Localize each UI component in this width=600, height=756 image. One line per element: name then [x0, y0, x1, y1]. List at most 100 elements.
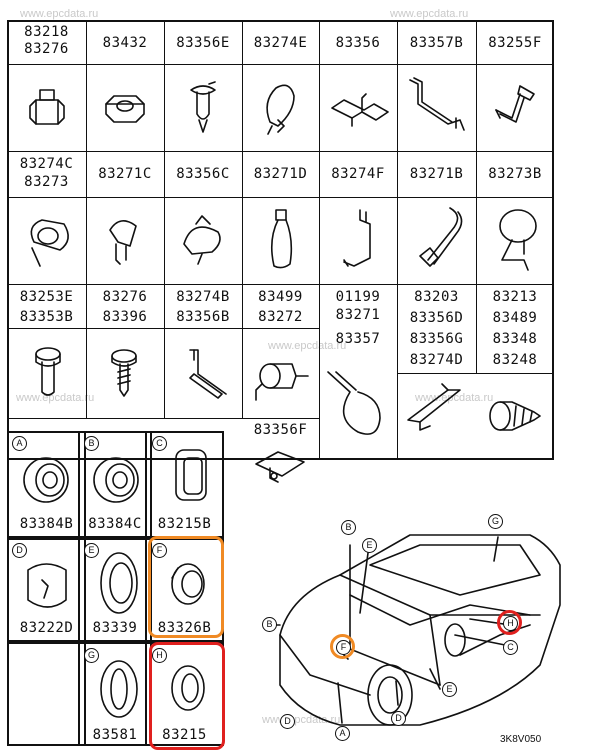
highlight-red: [497, 610, 522, 635]
strap-icon: [270, 209, 293, 269]
row-divider: [7, 197, 554, 198]
part-number[interactable]: 83356B: [176, 309, 230, 325]
part-number: 83218: [24, 24, 69, 40]
part-number[interactable]: 83273B: [488, 166, 542, 182]
part-number: 83339: [92, 620, 138, 636]
diagram-code: 3K8V050: [500, 734, 542, 745]
part-number[interactable]: 83357B: [409, 35, 464, 51]
part-number[interactable]: 83396: [102, 309, 148, 325]
part-number[interactable]: 83274F: [331, 166, 385, 182]
part-number[interactable]: 83274E: [253, 35, 308, 51]
part-number[interactable]: 83276: [102, 289, 148, 305]
clamp-icon: [30, 219, 69, 267]
col-divider: [242, 20, 243, 418]
bracket-icon: [331, 93, 389, 127]
fastener-box[interactable]: [7, 431, 86, 538]
col-divider: [476, 20, 477, 284]
grommet-icon: [23, 457, 69, 503]
row-divider: [242, 418, 319, 419]
part-number[interactable]: 83271C: [98, 166, 152, 182]
col-divider: [319, 20, 320, 460]
callout-letter: B: [341, 520, 356, 535]
part-number[interactable]: 83356D: [409, 310, 464, 326]
part-number[interactable]: 83255F: [488, 35, 542, 51]
nut-icon: [29, 89, 65, 125]
part-number[interactable]: 83248: [492, 352, 538, 368]
part-number[interactable]: 83271B: [409, 166, 464, 182]
plug-icon: [27, 563, 67, 608]
part-number: 83215: [162, 727, 207, 743]
part-number[interactable]: 83273: [24, 174, 69, 190]
part-number[interactable]: 83356G: [409, 331, 464, 347]
col-divider: [164, 284, 165, 418]
grommet-icon: [171, 563, 205, 605]
part-number[interactable]: 83274D: [409, 352, 464, 368]
callout-letter: B: [262, 617, 277, 632]
part-number[interactable]: 83356C: [176, 166, 230, 182]
strap-icon: [189, 349, 227, 399]
part-number[interactable]: 83356E: [176, 35, 230, 51]
callout-letter: G: [488, 514, 503, 529]
callout-letter: E: [84, 543, 99, 558]
part-number[interactable]: 83353B: [19, 309, 74, 325]
highlight-orange: [148, 536, 224, 638]
fastener-box[interactable]: [7, 538, 86, 642]
part-number[interactable]: 83272: [258, 309, 303, 325]
strap-clip-icon: [419, 207, 463, 267]
callout-letter: E: [362, 538, 377, 553]
clip-icon: [109, 220, 137, 265]
part-number[interactable]: 83271: [335, 307, 381, 323]
part-number[interactable]: 83489: [492, 310, 538, 326]
col-divider: [397, 20, 398, 460]
part-number[interactable]: 83432: [102, 35, 148, 51]
callout-letter: F: [152, 543, 167, 558]
part-number[interactable]: 83274B: [176, 289, 230, 305]
col-divider: [86, 20, 87, 284]
screw-icon: [489, 401, 541, 431]
part-number[interactable]: 01199: [335, 289, 381, 305]
clamp-bracket-icon: [499, 209, 537, 271]
part-number[interactable]: 83274C: [19, 156, 74, 172]
vehicle-diagram: [273, 534, 561, 726]
plug-icon: [175, 449, 207, 501]
row-divider: [397, 373, 554, 374]
part-number[interactable]: 83203: [414, 289, 459, 305]
strap-icon: [407, 383, 461, 431]
callout-letter: D: [12, 543, 27, 558]
callout-letter: H: [152, 648, 167, 663]
part-number[interactable]: 83253E: [19, 289, 74, 305]
part-number: 83215B: [157, 516, 212, 532]
part-number[interactable]: 83356: [335, 35, 381, 51]
part-number[interactable]: 83271D: [253, 166, 308, 182]
watermark: www.epcdata.ru: [16, 392, 95, 404]
part-number: 83276: [24, 41, 69, 57]
row-divider: [7, 328, 319, 329]
part-number[interactable]: 83499: [258, 289, 303, 305]
callout-letter: A: [335, 726, 350, 741]
fastener-box[interactable]: [78, 538, 152, 642]
hex-nut-icon: [105, 95, 145, 123]
bracket-icon: [495, 85, 535, 123]
row-divider: [7, 64, 554, 65]
watermark: www.epcdata.ru: [268, 340, 347, 352]
grommet-bolt-icon: [255, 363, 309, 401]
callout-letter: E: [442, 682, 457, 697]
clip-icon: [183, 215, 221, 265]
grommet-icon: [93, 457, 139, 503]
part-number[interactable]: 83356F: [253, 422, 308, 438]
part-number[interactable]: 83213: [492, 289, 538, 305]
oval-grommet-icon: [100, 552, 138, 614]
callout-letter: A: [12, 436, 27, 451]
part-number[interactable]: 83357: [335, 331, 381, 347]
fastener-box[interactable]: [7, 642, 86, 746]
callout-letter: C: [503, 640, 518, 655]
cable-tie-icon: [266, 84, 295, 135]
bracket-icon: [409, 77, 465, 131]
part-number: 83581: [92, 727, 138, 743]
grommet-icon: [171, 665, 205, 711]
part-number: 83384B: [19, 516, 74, 532]
highlight-orange: [330, 634, 355, 659]
fastener-box[interactable]: [78, 431, 152, 538]
watermark: www.epcdata.ru: [20, 8, 99, 20]
part-number[interactable]: 83348: [492, 331, 538, 347]
